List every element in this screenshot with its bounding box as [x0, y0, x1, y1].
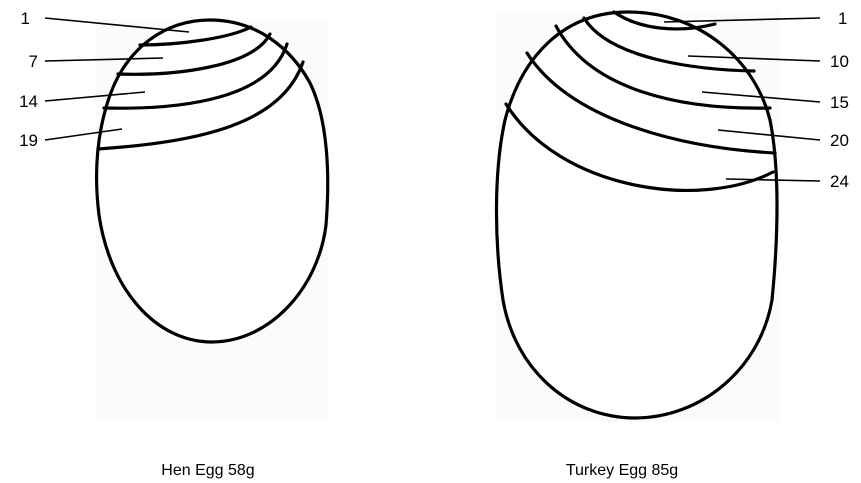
- hen-caption: Hen Egg 58g: [161, 462, 254, 479]
- hen-label-14: 14: [19, 92, 38, 111]
- turkey-label-15: 15: [830, 93, 849, 112]
- turkey-caption: Turkey Egg 85g: [566, 462, 678, 479]
- hen-label-1: 1: [21, 9, 30, 28]
- turkey-label-1: 1: [838, 9, 847, 28]
- turkey-egg-outline: [496, 12, 777, 418]
- turkey-label-24: 24: [830, 172, 849, 191]
- hen-egg-outline: [97, 20, 328, 342]
- turkey-label-20: 20: [830, 131, 849, 150]
- hen-label-7: 7: [29, 52, 38, 71]
- hen-label-19: 19: [19, 131, 38, 150]
- turkey-label-10: 10: [830, 52, 849, 71]
